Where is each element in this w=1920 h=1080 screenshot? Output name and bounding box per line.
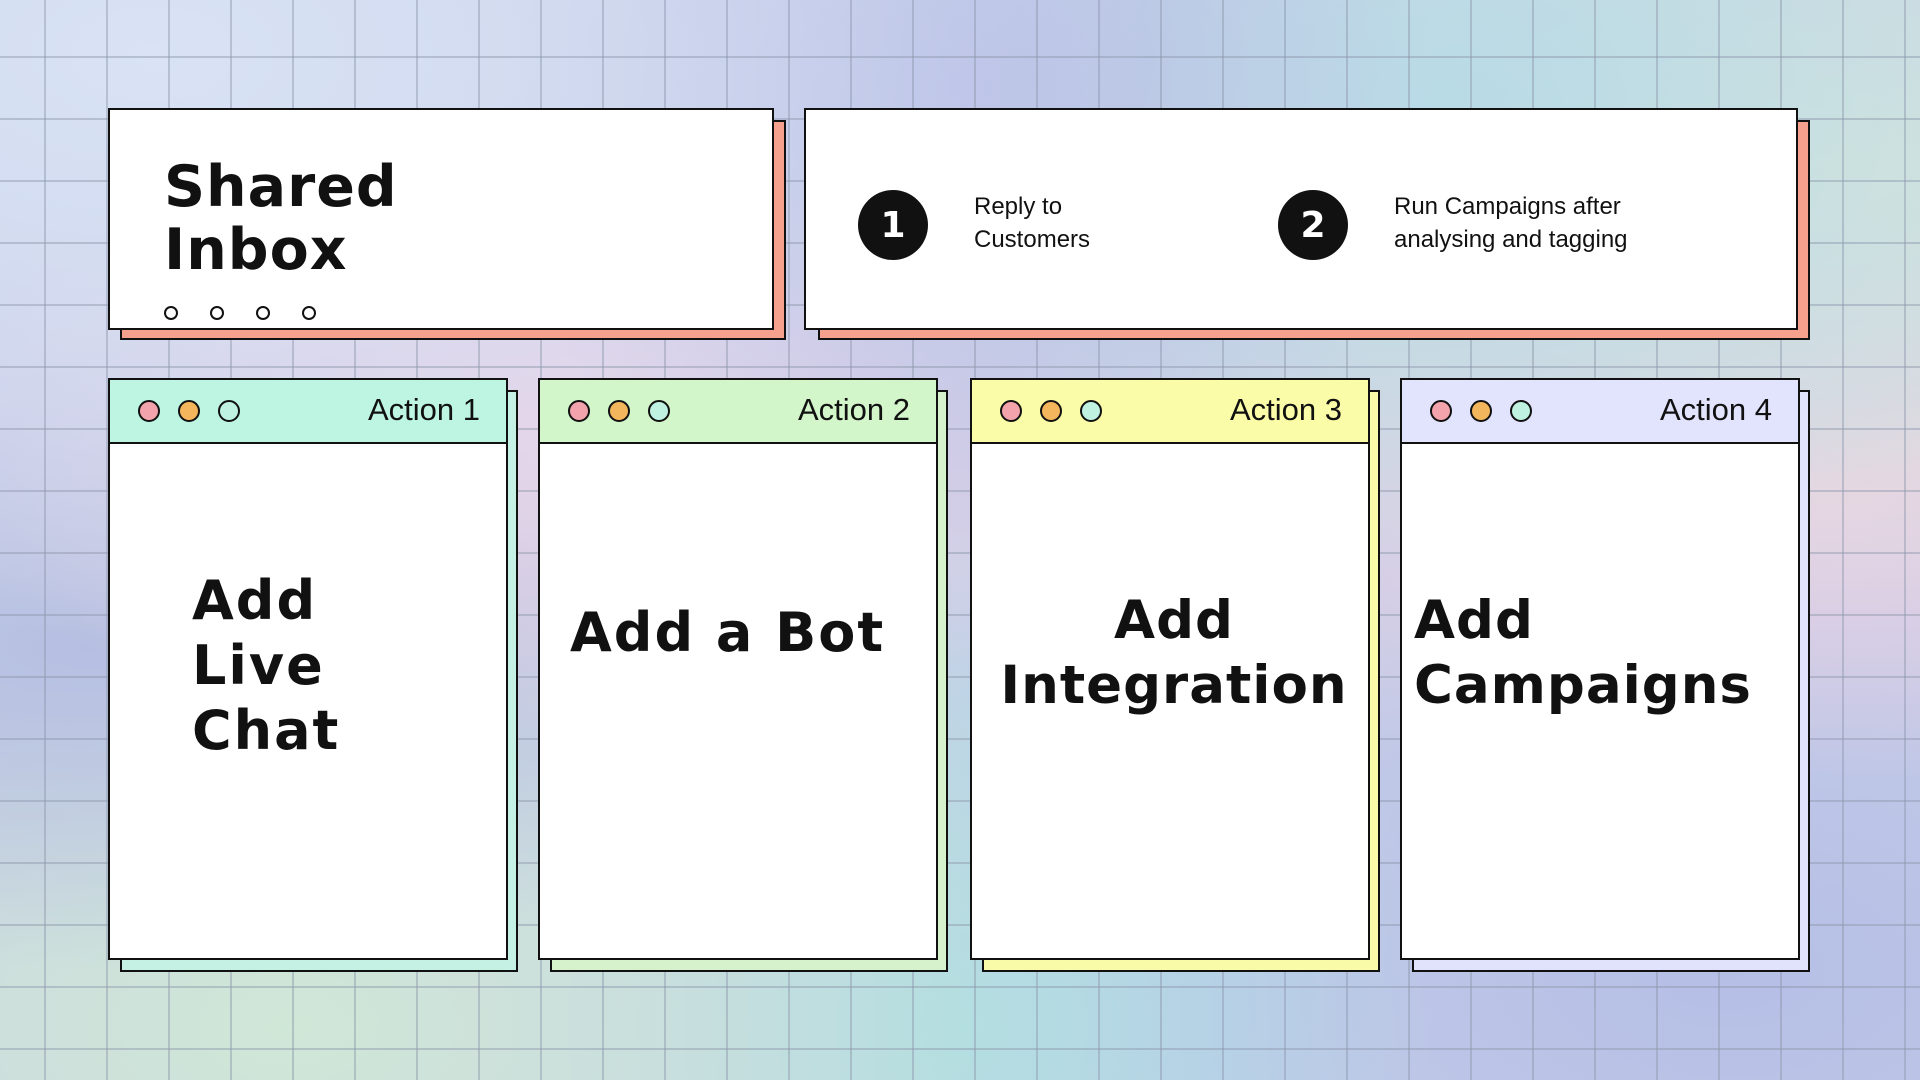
- circle-icon: [302, 306, 316, 320]
- window-dot-orange-icon: [608, 400, 630, 422]
- window-dot-orange-icon: [1470, 400, 1492, 422]
- action-2-titlebar: Action 2: [540, 380, 936, 444]
- action-1-label: Action 1: [367, 392, 480, 427]
- action-1-titlebar: Action 1: [110, 380, 506, 444]
- title-card: Shared Inbox: [108, 108, 774, 330]
- steps-card: 1 Reply to Customers 2 Run Campaigns aft…: [804, 108, 1798, 330]
- action-2-text: Add a Bot: [570, 601, 886, 664]
- window-dot-teal-icon: [1080, 400, 1102, 422]
- action-4-window: Action 4 Add Campaigns: [1400, 378, 1800, 960]
- action-3-text: Add Integration: [1000, 590, 1348, 716]
- circle-icon: [210, 306, 224, 320]
- circle-icon: [256, 306, 270, 320]
- circle-icon: [164, 306, 178, 320]
- window-dot-red-icon: [138, 400, 160, 422]
- action-4-label: Action 4: [1659, 392, 1772, 427]
- window-dot-red-icon: [1430, 400, 1452, 422]
- window-dot-red-icon: [1000, 400, 1022, 422]
- page-title: Shared Inbox: [164, 154, 398, 283]
- window-dot-orange-icon: [1040, 400, 1062, 422]
- window-dot-orange-icon: [178, 400, 200, 422]
- step-1-badge: 1: [858, 190, 928, 260]
- action-2-label: Action 2: [797, 392, 910, 427]
- action-2-window: Action 2 Add a Bot: [538, 378, 938, 960]
- action-3-window: Action 3 Add Integration: [970, 378, 1370, 960]
- title-dots: [164, 306, 316, 320]
- window-dot-teal-icon: [648, 400, 670, 422]
- step-1-text: Reply to Customers: [974, 193, 1091, 253]
- step-2-text: Run Campaigns after analysing and taggin…: [1394, 193, 1628, 253]
- window-dot-teal-icon: [1510, 400, 1532, 422]
- action-1-text: Add Live Chat: [192, 569, 341, 762]
- action-1-window: Action 1 Add Live Chat: [108, 378, 508, 960]
- action-4-titlebar: Action 4: [1402, 380, 1798, 444]
- window-dot-teal-icon: [218, 400, 240, 422]
- step-2-badge: 2: [1278, 190, 1348, 260]
- window-dot-red-icon: [568, 400, 590, 422]
- action-3-titlebar: Action 3: [972, 380, 1368, 444]
- action-3-label: Action 3: [1229, 392, 1342, 427]
- action-4-text: Add Campaigns: [1414, 590, 1752, 716]
